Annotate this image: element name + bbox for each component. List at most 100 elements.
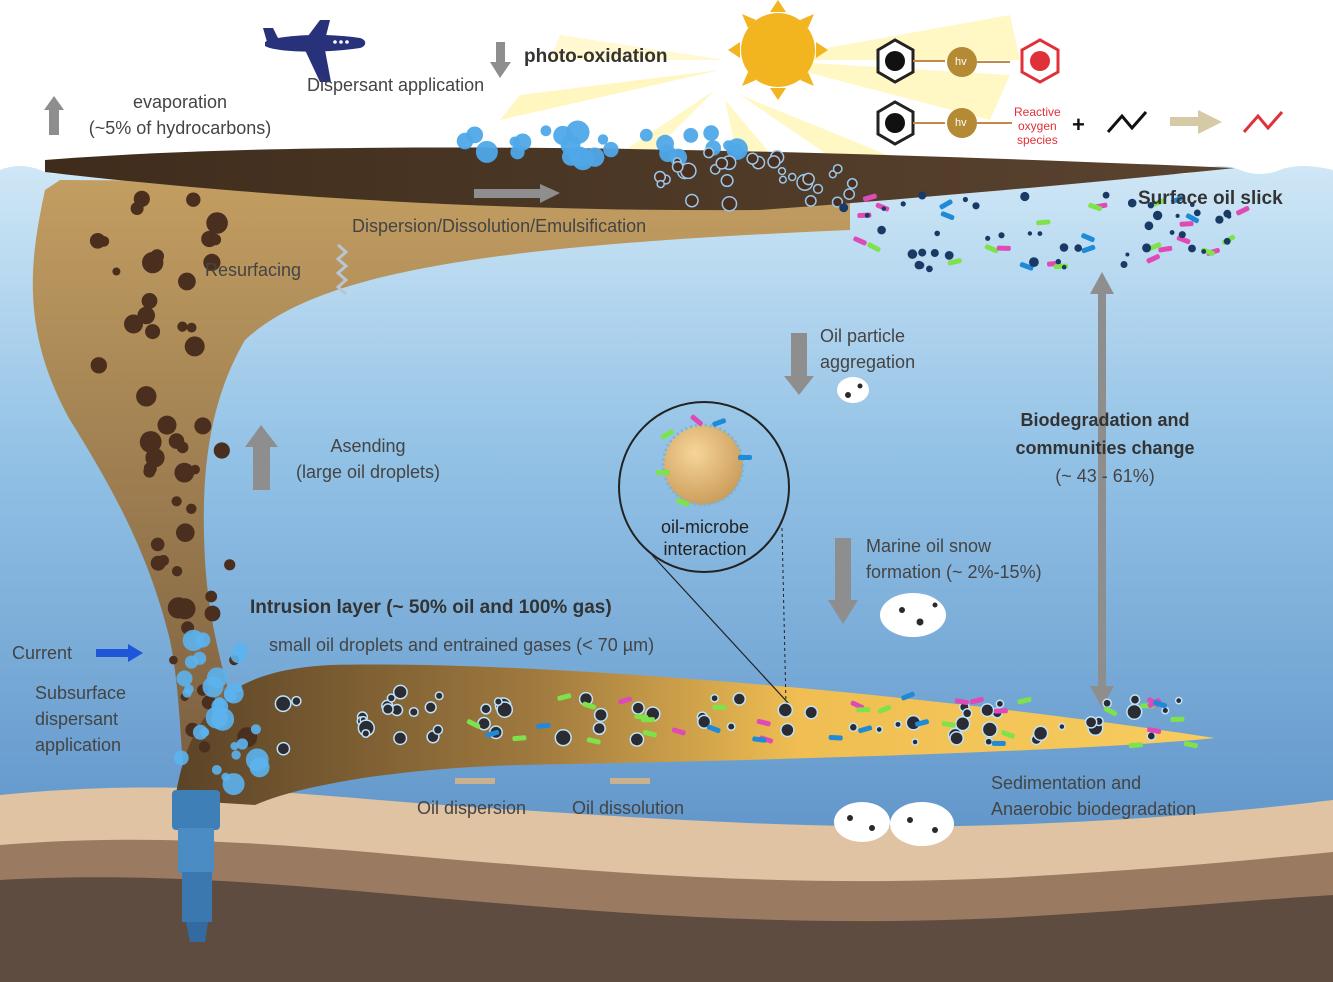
photo-oxidation-scheme [876, 38, 1284, 146]
bacteria-icon [466, 719, 481, 729]
resurfacing-chain-icon [335, 243, 349, 296]
oil-droplet-icon [184, 336, 205, 357]
oil-droplet-icon [732, 692, 747, 706]
bacteria-icon [1128, 742, 1143, 749]
oil-droplet-icon [554, 729, 572, 747]
oil-droplet-icon [177, 321, 188, 332]
oil-droplet-icon [1027, 231, 1033, 236]
oil-droplet-icon [926, 265, 933, 273]
oil-droplet-icon [139, 431, 162, 453]
sedimentation-label: Sedimentation and Anaerobic biodegradati… [991, 770, 1196, 822]
oil-bubble-icon [683, 127, 699, 143]
oil-droplet-icon [186, 503, 197, 514]
oil-droplet-icon [697, 714, 712, 729]
oil-droplet-icon [1055, 258, 1062, 265]
oil-particles [89, 120, 1250, 796]
bacteria-icon [858, 725, 873, 734]
oil-droplet-icon [1144, 221, 1154, 231]
ascending-line-2: (large oil droplets) [295, 462, 441, 482]
oil-droplet-icon [169, 655, 178, 665]
dispersant-application-label: Dispersant application [307, 75, 485, 95]
oil-dissolution-label: Oil dissolution [572, 798, 685, 818]
oil-droplet-icon [1059, 243, 1069, 252]
oil-droplet-icon [1142, 243, 1152, 253]
oil-droplet-icon [186, 192, 201, 207]
oil-bubble-icon [656, 134, 674, 153]
oil-bubble-icon [509, 136, 520, 147]
gas-bubble-icon [184, 684, 194, 694]
bacteria-icon [862, 193, 877, 202]
oil-microbe-line-1: oil-microbe [660, 517, 750, 537]
subsurface-line-2: dispersant [35, 709, 119, 729]
oil-droplet-icon [812, 183, 824, 195]
oil-droplet-icon [145, 324, 161, 340]
bacteria-icon [1088, 202, 1102, 212]
oil-bubble-icon [540, 125, 552, 137]
oil-droplet-icon [726, 722, 736, 732]
oil-droplet-icon [981, 721, 998, 738]
reactive-oxygen-species-label: Reactive oxygen species [1014, 105, 1061, 147]
oil-bubble-icon [597, 134, 609, 145]
ascending-line-1: Asending [330, 436, 406, 456]
oil-droplet-icon [133, 190, 150, 207]
oil-droplet-icon [477, 716, 491, 731]
ascending-arrow-up-icon [245, 425, 278, 490]
evaporation-arrow-up-icon [44, 96, 64, 135]
oil-droplet-icon [1074, 244, 1082, 252]
oil-microbe-cell-icon [661, 423, 745, 507]
bacteria-icon [915, 719, 929, 727]
oil-droplet-icon [911, 738, 919, 746]
bacteria-icon [1236, 206, 1250, 216]
marine-snow-icon [834, 377, 954, 846]
oil-droplet-icon [671, 160, 684, 173]
hv-label-2: hv [955, 117, 967, 129]
oil-droplet-icon [205, 590, 218, 603]
oil-bubble-icon [562, 147, 580, 166]
oil-droplet-icon [1102, 191, 1110, 199]
bacteria-icon [706, 724, 721, 734]
magnifier-circle-icon [618, 401, 791, 706]
oil-droplet-icon [985, 235, 991, 241]
sedimentation-line-1: Sedimentation and [991, 773, 1142, 793]
oil-droplet-icon [143, 462, 157, 475]
bacteria-icon [867, 242, 881, 252]
oil-droplet-icon [1201, 249, 1207, 254]
oil-droplet-icon [424, 701, 437, 714]
marine-snow-arrow-down-icon [828, 538, 858, 624]
bacteria-icon [1036, 219, 1051, 226]
gas-bubble-icon [206, 667, 228, 688]
bacteria-icon [1081, 244, 1096, 254]
biodegradation-double-arrow-icon [1090, 272, 1114, 708]
oil-droplet-icon [894, 720, 902, 729]
oil-droplet-icon [656, 179, 665, 189]
oil-droplet-icon [276, 741, 291, 756]
sun-icon [728, 0, 828, 100]
ascending-label: Asending (large oil droplets) [296, 433, 440, 485]
oil-droplet-icon [962, 196, 969, 203]
bacteria-icon [853, 236, 867, 246]
oil-droplet-icon [1188, 244, 1196, 253]
ros-line-2: oxygen [1017, 119, 1057, 133]
aggregation-line-1: Oil particle [820, 326, 906, 346]
bacteria-icon [941, 721, 956, 728]
oil-droplet-icon [141, 293, 158, 309]
oil-droplet-icon [1032, 725, 1049, 742]
bacteria-icon [984, 244, 999, 254]
oil-droplet-icon [802, 172, 815, 186]
oil-droplet-icon [685, 193, 699, 208]
marine-snow-line-2: formation (~ 2%-15%) [866, 562, 1042, 582]
oil-droplet-icon [386, 693, 396, 703]
bacteria-icon [1158, 245, 1173, 253]
bacteria-icon [947, 258, 962, 266]
oil-droplet-icon [408, 706, 419, 718]
oil-droplet-icon [703, 147, 715, 159]
oil-droplet-icon [934, 230, 940, 237]
oil-bubble-icon [731, 143, 744, 156]
subsurface-line-3: application [35, 735, 122, 755]
bacteria-icon [1147, 242, 1162, 252]
oil-droplet-icon [393, 731, 408, 746]
bacteria-icon [512, 735, 527, 742]
bacteria-icon [586, 737, 601, 745]
oil-droplet-icon [721, 195, 738, 212]
